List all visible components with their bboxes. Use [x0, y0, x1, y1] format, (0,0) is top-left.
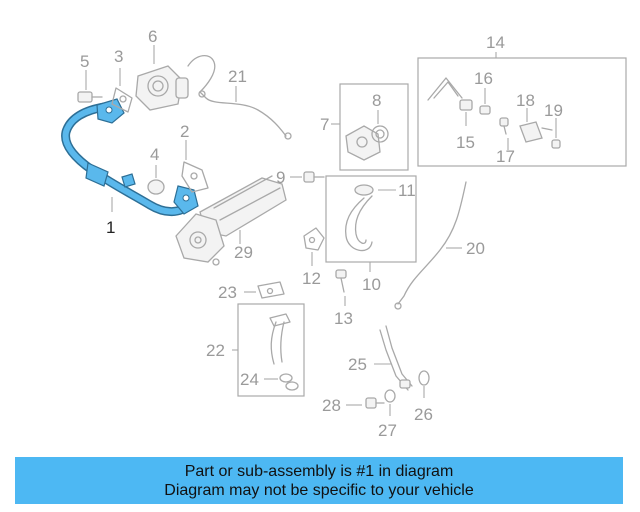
gasket-part-23[interactable] — [257, 281, 285, 299]
bolt-part-9[interactable] — [303, 171, 325, 183]
callout-11[interactable]: 11 — [398, 181, 416, 200]
callout-12[interactable]: 12 — [302, 269, 321, 288]
cap-part-11[interactable] — [354, 184, 374, 196]
plug-part-4[interactable] — [147, 179, 165, 195]
callout-24[interactable]: 24 — [240, 370, 259, 389]
egr-tube-part-1[interactable] — [61, 98, 199, 217]
egr-valve-part-6[interactable] — [135, 65, 189, 111]
gasket-part-2[interactable] — [181, 161, 209, 193]
callout-22[interactable]: 22 — [206, 341, 225, 360]
callout-5[interactable]: 5 — [80, 52, 89, 71]
hose-part-10[interactable] — [344, 195, 373, 252]
bolt-part-17[interactable] — [499, 117, 509, 135]
callout-14[interactable]: 14 — [486, 33, 505, 52]
callout-20[interactable]: 20 — [466, 239, 485, 258]
callout-26[interactable]: 26 — [414, 405, 433, 424]
sensor-part-16[interactable] — [479, 105, 491, 115]
callout-29[interactable]: 29 — [234, 243, 253, 262]
callout-23[interactable]: 23 — [218, 283, 237, 302]
callout-2[interactable]: 2 — [180, 122, 189, 141]
seal-part-8[interactable] — [371, 125, 389, 143]
callout-4[interactable]: 4 — [150, 145, 159, 164]
hose-part-14[interactable] — [427, 77, 463, 101]
egr-cooler-part-29[interactable] — [175, 175, 287, 266]
gasket-part-3[interactable] — [111, 87, 133, 113]
tube-part-20[interactable] — [394, 181, 467, 310]
callout-9[interactable]: 9 — [276, 168, 285, 187]
callout-3[interactable]: 3 — [114, 47, 123, 66]
callout-18[interactable]: 18 — [516, 91, 535, 110]
callout-8[interactable]: 8 — [372, 91, 381, 110]
group-box-7 — [339, 83, 409, 171]
sensor-part-18[interactable] — [519, 121, 553, 143]
housing-part-7[interactable] — [345, 125, 381, 161]
tube-part-22[interactable] — [269, 313, 291, 365]
callout-16[interactable]: 16 — [474, 69, 493, 88]
parts-diagram: 1 5 3 6 21 2 4 — [61, 27, 627, 440]
callout-21[interactable]: 21 — [228, 67, 247, 86]
bolt-part-19[interactable] — [551, 139, 561, 149]
callout-13[interactable]: 13 — [334, 309, 353, 328]
callout-19[interactable]: 19 — [544, 101, 563, 120]
gasket-part-12[interactable] — [303, 227, 325, 251]
banner-line-1: Part or sub-assembly is #1 in diagram — [184, 462, 454, 480]
group-box-10 — [325, 175, 417, 263]
callout-17[interactable]: 17 — [496, 147, 515, 166]
part-info-banner: Part or sub-assembly is #1 in diagram Di… — [15, 457, 623, 504]
callout-28[interactable]: 28 — [322, 396, 341, 415]
bolt-part-28[interactable] — [365, 397, 385, 409]
callout-7[interactable]: 7 — [320, 115, 329, 134]
group-box-14 — [417, 57, 627, 167]
callout-15[interactable]: 15 — [456, 133, 475, 152]
bracket-part-25[interactable] — [379, 325, 413, 391]
banner-line-2: Diagram may not be specific to your vehi… — [164, 481, 474, 499]
seal-part-24[interactable] — [279, 373, 299, 391]
oring-part-26[interactable] — [418, 370, 430, 386]
callout-6[interactable]: 6 — [148, 27, 157, 46]
callout-10[interactable]: 10 — [362, 275, 381, 294]
callout-1[interactable]: 1 — [106, 218, 115, 237]
tube-part-21[interactable] — [187, 55, 292, 140]
callout-25[interactable]: 25 — [348, 355, 367, 374]
washer-part-27[interactable] — [384, 389, 396, 403]
callout-27[interactable]: 27 — [378, 421, 397, 440]
clip-part-15[interactable] — [459, 99, 473, 111]
bolt-part-5[interactable] — [77, 91, 103, 103]
bolt-part-13[interactable] — [335, 269, 347, 293]
